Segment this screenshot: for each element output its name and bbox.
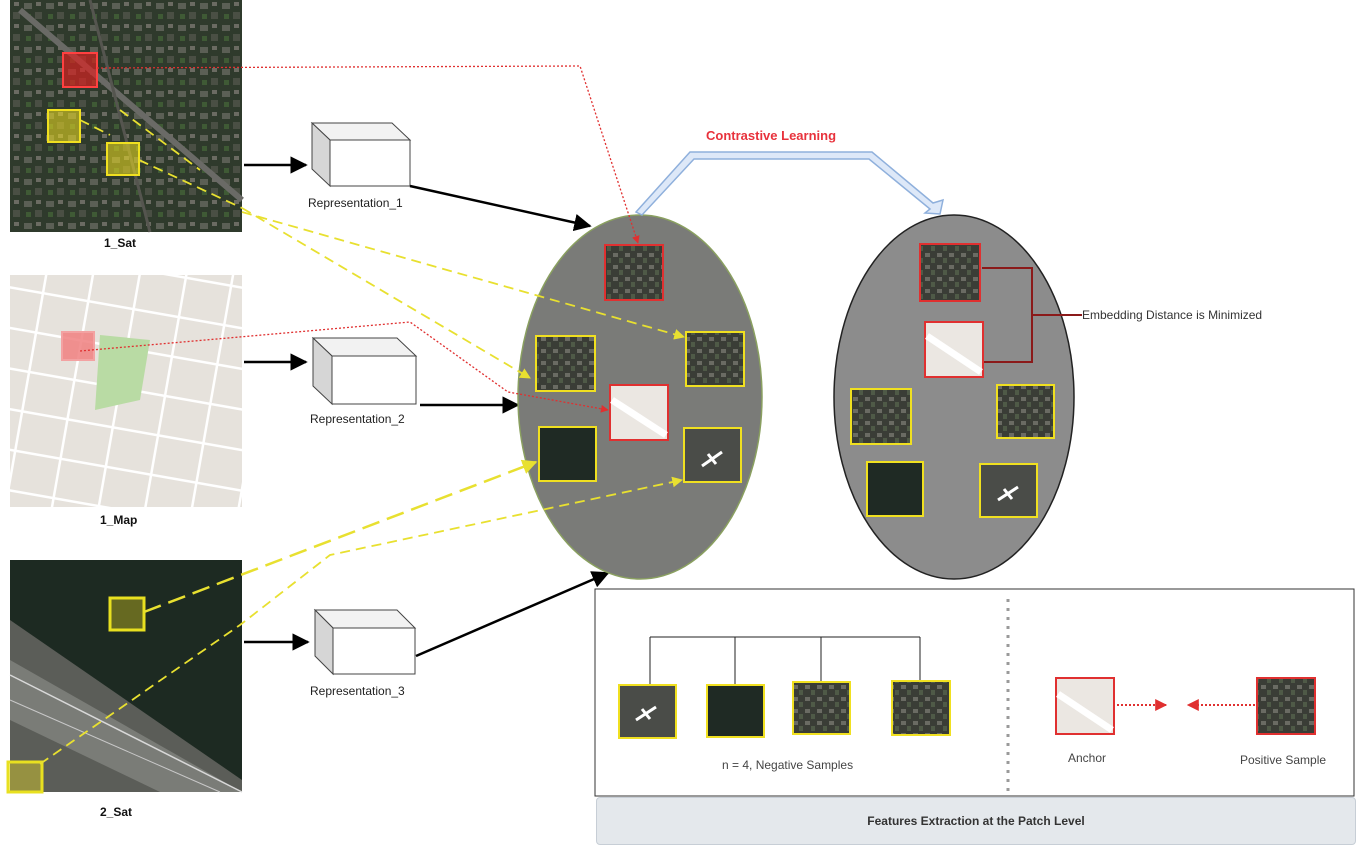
embedding-distance-note: Embedding Distance is Minimized <box>1082 308 1263 322</box>
ellipse1-patches <box>535 244 745 483</box>
contrastive-learning-title: Contrastive Learning <box>706 128 837 143</box>
label-1-sat: 1_Sat <box>104 236 137 250</box>
patch-negative-water <box>538 426 597 482</box>
patch-anchor <box>609 384 669 441</box>
label-2-sat: 2_Sat <box>100 805 133 819</box>
patch-negative-2 <box>685 331 745 387</box>
negatives-bracket <box>649 636 921 685</box>
negative-patch-airport <box>6 760 44 794</box>
representation-box-3 <box>313 608 417 676</box>
ellipse2-patches <box>850 243 1055 518</box>
legend-positive-patch <box>1256 677 1316 735</box>
representation-label-1: Representation_1 <box>308 196 403 210</box>
representation-box-1 <box>310 121 412 188</box>
satellite-image-1 <box>10 0 244 233</box>
legend-negative-patches <box>618 680 951 739</box>
patch-positive <box>604 244 664 301</box>
patch-negative-1 <box>535 335 596 392</box>
patch2-negative-plane <box>979 463 1038 518</box>
anchor-correspondence-lines <box>79 65 640 413</box>
legend-negative-4 <box>891 680 951 736</box>
representation-label-3: Representation_3 <box>310 684 405 698</box>
patch2-negative-1 <box>850 388 912 445</box>
negatives-caption: n = 4, Negative Samples <box>722 758 854 772</box>
negative-patch-sat1-a <box>47 109 81 143</box>
map-image-1 <box>10 275 242 507</box>
legend-negative-3 <box>792 681 851 735</box>
anchor-patch-sat1 <box>62 52 98 88</box>
satellite-image-2 <box>6 560 243 794</box>
representation-box-2 <box>311 336 418 406</box>
encoder-arrows <box>244 156 610 658</box>
footer-caption: Features Extraction at the Patch Level <box>596 797 1356 845</box>
positive-sample-label: Positive Sample <box>1240 753 1327 767</box>
embedding-brace <box>982 267 1082 363</box>
contrastive-arrow <box>634 151 944 216</box>
legend-anchor-patch <box>1055 677 1115 735</box>
patch2-negative-2 <box>996 384 1055 439</box>
anchor-patch-map1 <box>61 331 95 361</box>
patch2-negative-water <box>866 461 924 517</box>
negative-patch-water <box>108 596 146 632</box>
label-1-map: 1_Map <box>100 513 138 527</box>
negative-patch-sat1-b <box>106 142 140 176</box>
patch-negative-plane <box>683 427 742 483</box>
patch2-positive <box>919 243 981 302</box>
representation-label-2: Representation_2 <box>310 412 405 426</box>
legend-negative-plane <box>618 684 677 739</box>
patch2-anchor <box>924 321 984 378</box>
legend-negative-water <box>706 684 765 738</box>
anchor-label: Anchor <box>1068 751 1107 765</box>
negative-correspondence-lines <box>39 109 686 765</box>
